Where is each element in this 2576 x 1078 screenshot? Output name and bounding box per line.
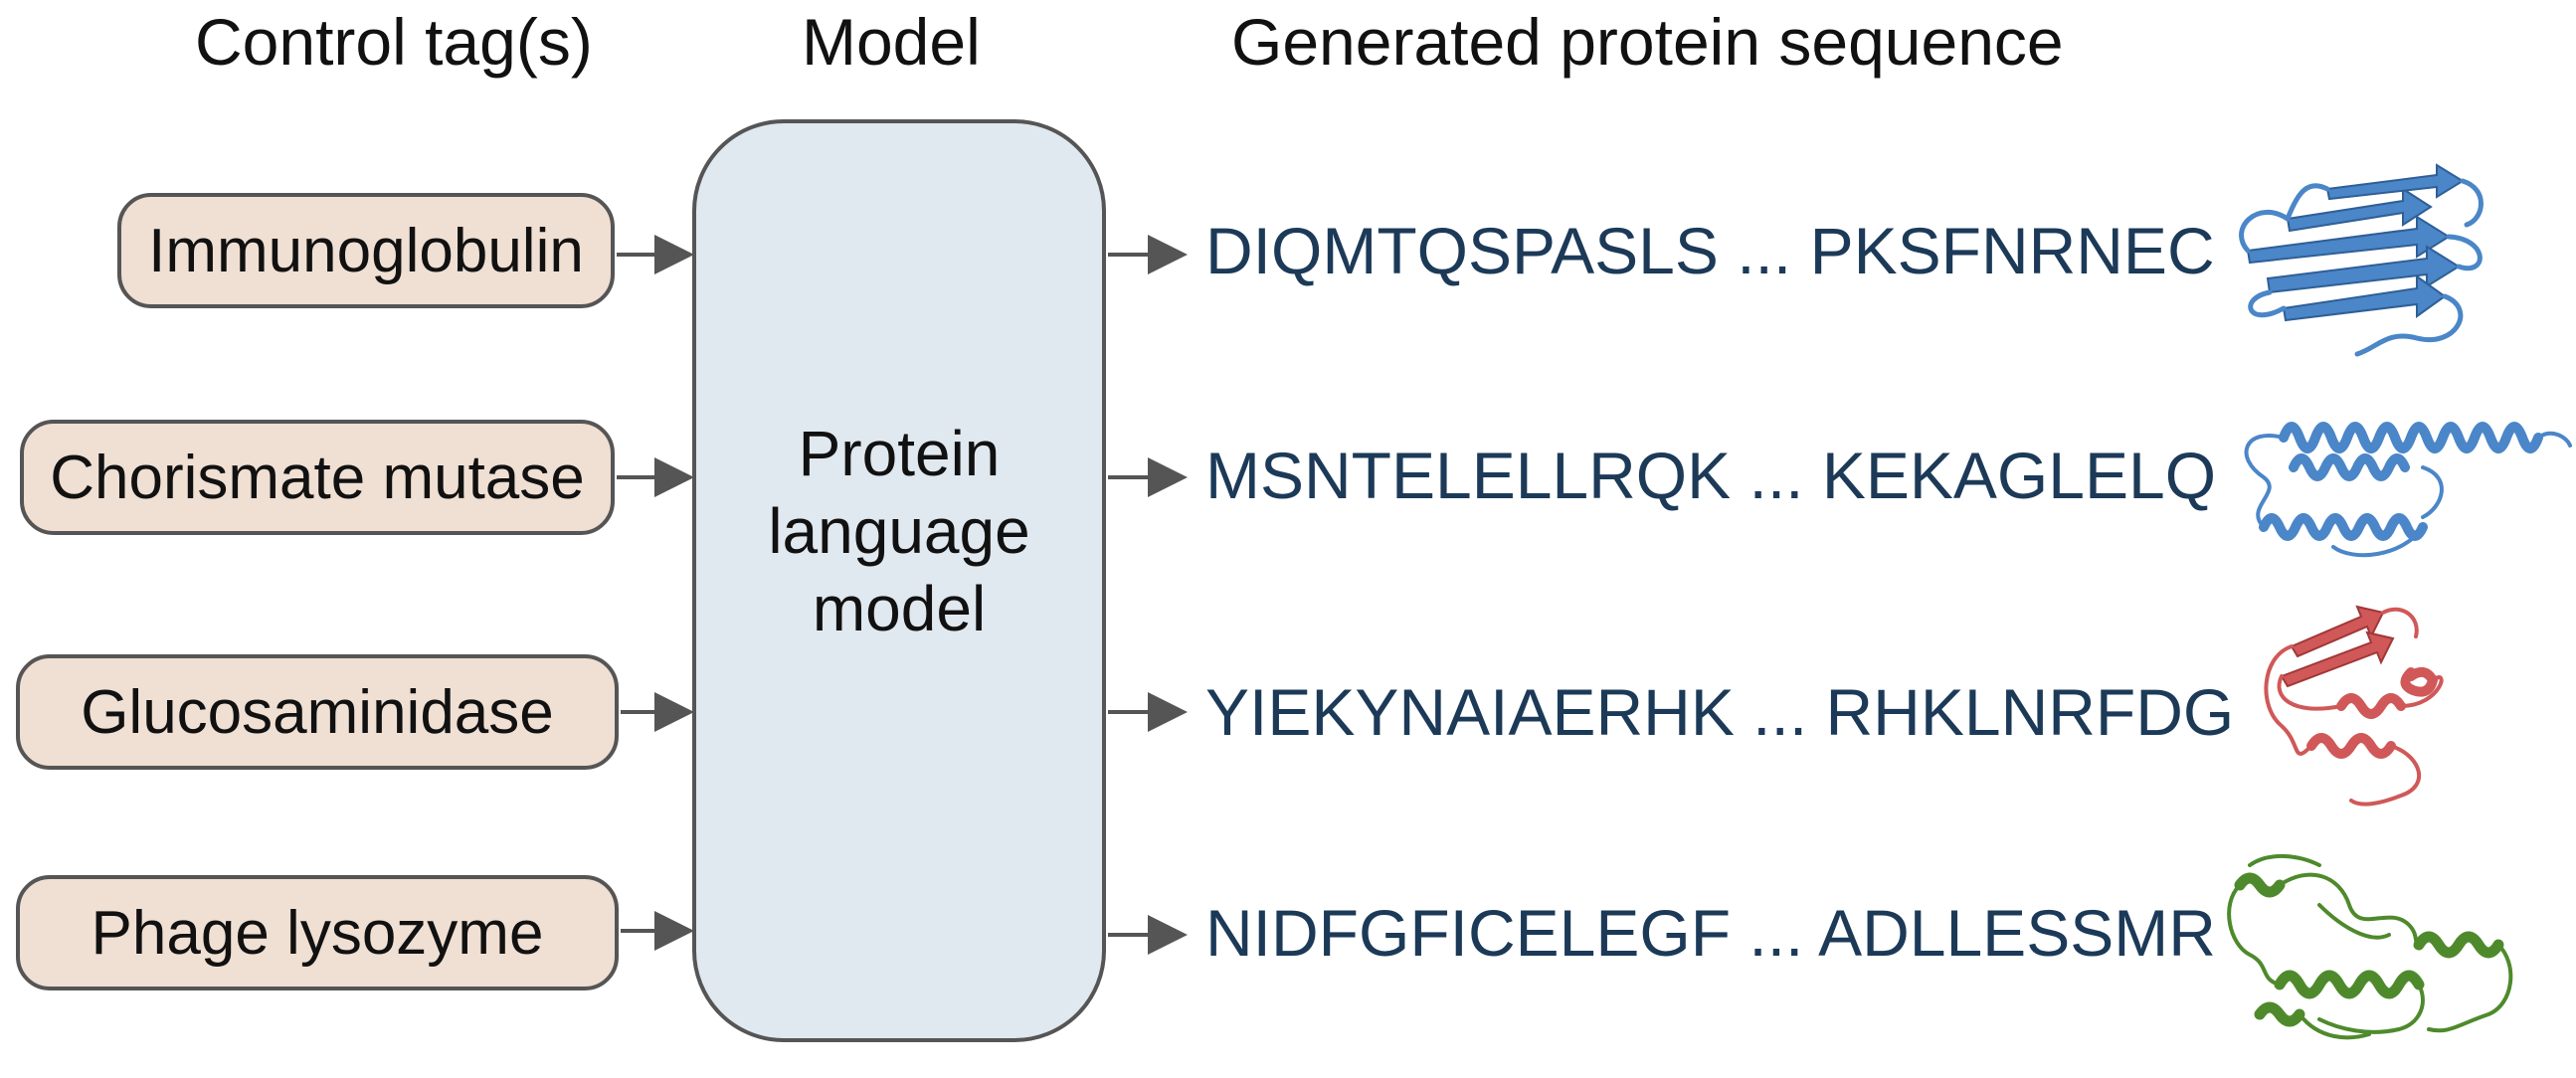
protein-structure-1 (2239, 163, 2484, 357)
sequence-2: MSNTELELLRQK ... KEKAGLELQ (1205, 439, 2217, 512)
sequence-4: NIDFGFICELEGF ... ADLLESSMR (1205, 896, 2216, 970)
protein-structure-4 (2227, 853, 2513, 1040)
sequence-1: DIQMTQSPASLS ... PKSFNRNEC (1205, 214, 2215, 287)
header-generated-sequence: Generated protein sequence (1231, 5, 2064, 79)
protein-structure-2 (2244, 422, 2572, 558)
protein-structure-3 (2264, 605, 2444, 807)
model-label: Protein language model (768, 415, 1029, 647)
model-label-line-3: model (812, 573, 987, 644)
protein-language-model-box: Protein language model (692, 119, 1106, 1042)
tag-phage-lysozyme: Phage lysozyme (16, 875, 619, 990)
model-label-line-2: language (768, 495, 1030, 567)
header-control-tags: Control tag(s) (195, 5, 593, 79)
tag-glucosaminidase: Glucosaminidase (16, 654, 619, 770)
model-label-line-1: Protein (798, 418, 1001, 489)
tag-chorismate-mutase: Chorismate mutase (20, 420, 615, 535)
sequence-3: YIEKYNAIAERHK ... RHKLNRFDG (1205, 675, 2235, 749)
header-model: Model (802, 5, 981, 79)
tag-immunoglobulin: Immunoglobulin (117, 193, 615, 308)
